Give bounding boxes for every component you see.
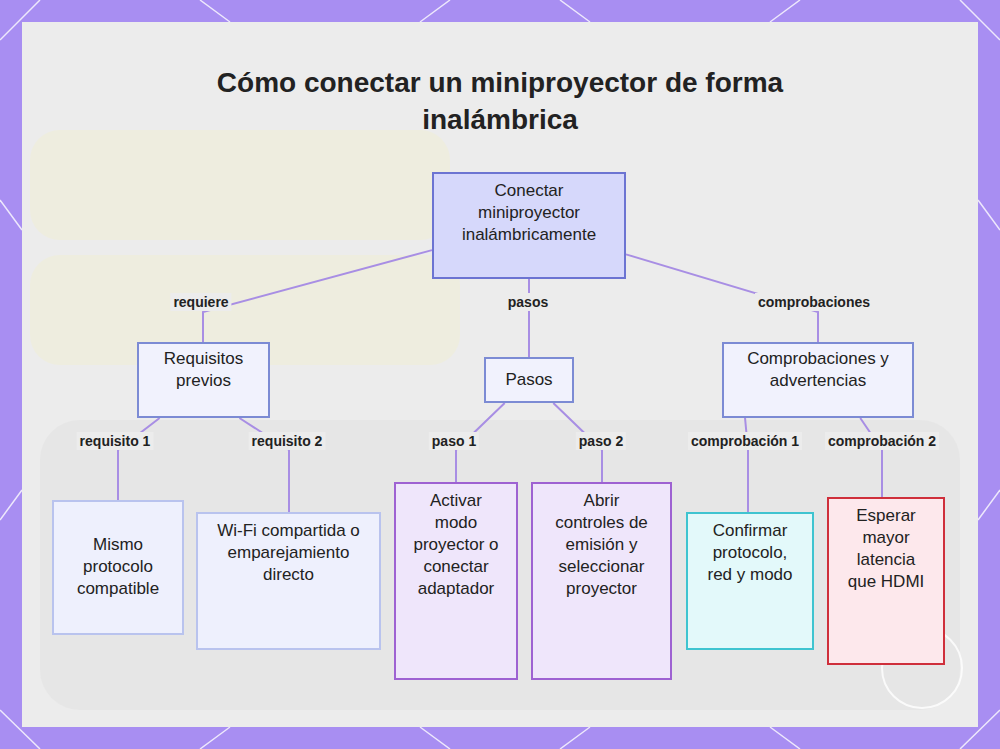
- connector-line: [528, 279, 530, 357]
- node-text: Confirmar protocolo, red y modo: [702, 520, 798, 586]
- edge-label: comprobación 1: [688, 432, 802, 450]
- content-panel: [22, 22, 978, 727]
- node-text: Pasos: [505, 369, 552, 391]
- edge-label: requisito 1: [77, 432, 154, 450]
- connector-line: [860, 418, 882, 497]
- node-text: Abrir controles de emisión y seleccionar…: [547, 490, 656, 600]
- process-box: Comprobaciones y advertencias: [722, 342, 914, 418]
- edge-label: requiere: [170, 293, 231, 311]
- connector-line: [118, 418, 160, 500]
- edge-label: pasos: [505, 293, 551, 311]
- diagram-title: Cómo conectar un miniproyector de forma …: [200, 64, 800, 138]
- edge-label: requisito 2: [249, 432, 326, 450]
- process-box: Conectar miniproyector inalámbricamente: [432, 172, 626, 279]
- process-box: Requisitos previos: [137, 342, 270, 418]
- node-text: Requisitos previos: [153, 348, 254, 392]
- process-box: Wi-Fi compartida o emparejamiento direct…: [196, 512, 381, 650]
- process-box: Activar modo proyector o conectar adapta…: [394, 482, 518, 680]
- edge-label: comprobaciones: [755, 293, 873, 311]
- edge-label: comprobación 2: [825, 432, 939, 450]
- process-box: Esperar mayor latencia que HDMI: [827, 497, 945, 665]
- node-text: Wi-Fi compartida o emparejamiento direct…: [212, 520, 365, 586]
- process-box: Mismo protocolo compatible: [52, 500, 184, 635]
- edge-label: paso 2: [576, 432, 626, 450]
- node-text: Activar modo proyector o conectar adapta…: [410, 490, 502, 600]
- process-box: Abrir controles de emisión y seleccionar…: [531, 482, 672, 680]
- node-text: Comprobaciones y advertencias: [738, 348, 898, 392]
- node-text: Mismo protocolo compatible: [68, 534, 168, 600]
- node-text: Esperar mayor latencia que HDMI: [843, 505, 929, 593]
- node-text: Conectar miniproyector inalámbricamente: [448, 180, 610, 246]
- blurred-photo: [30, 130, 960, 710]
- process-box: Confirmar protocolo, red y modo: [686, 512, 814, 650]
- process-box: Pasos: [484, 357, 574, 403]
- edge-label: paso 1: [429, 432, 479, 450]
- connector-line: [203, 250, 432, 342]
